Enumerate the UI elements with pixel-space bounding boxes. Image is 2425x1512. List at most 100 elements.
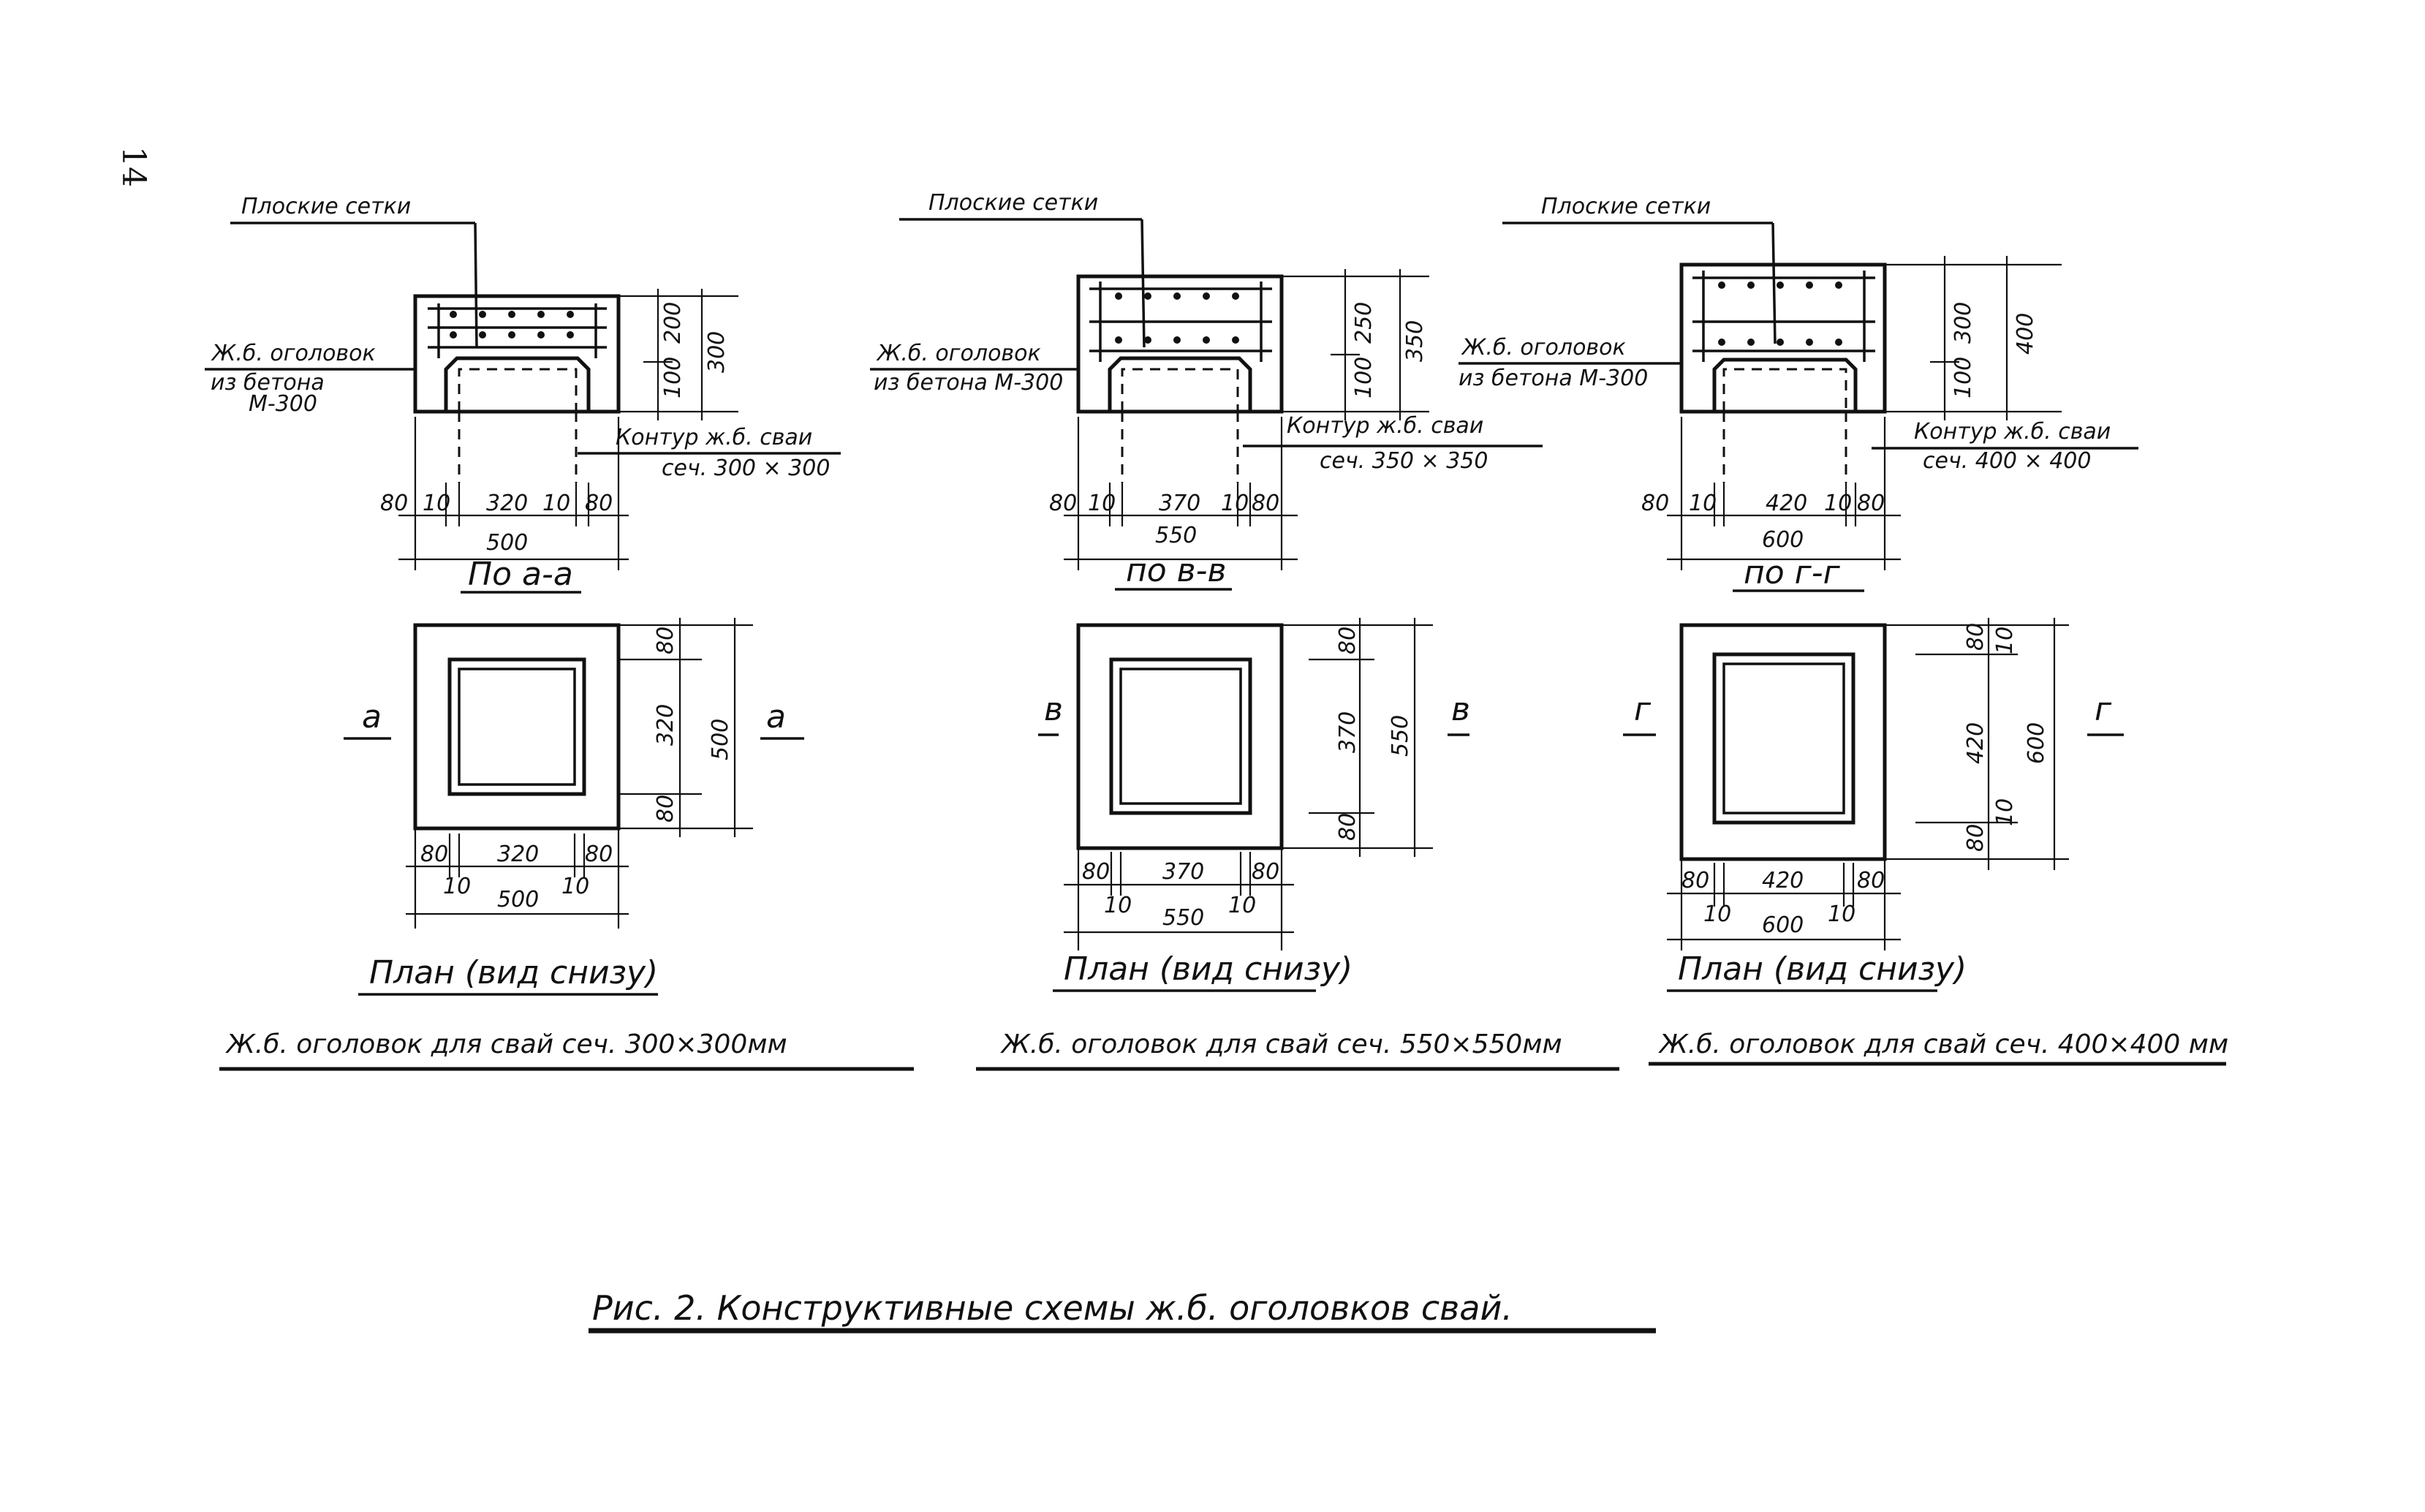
cap-label-1c: М-300 [249, 391, 317, 417]
dim-gap-left-1: 10 [423, 491, 450, 516]
plan-dim-inner-v-1: 320 [653, 704, 678, 746]
plan-dim-side-right-3: 80 [1857, 868, 1885, 893]
contour-label-1a: Контур ж.б. сваи [616, 425, 812, 450]
dim-gap-right-2: 10 [1221, 491, 1249, 516]
dim-gap-right-1: 10 [542, 491, 570, 516]
plan-dim-side-top-1: 80 [653, 627, 678, 654]
dim-h-tot-1: 300 [704, 331, 730, 373]
detail-3: Плоские сетки Ж.б. оголовок из бетона М-… [1459, 194, 2228, 1066]
plan-dim-total-h-3: 600 [1762, 912, 1804, 938]
dim-h-tot-3: 400 [2013, 313, 2038, 355]
cap-label-2b: из бетона М-300 [874, 370, 1063, 396]
dim-gap-left-3: 10 [1689, 491, 1717, 516]
plan-dim-total-v-1: 500 [708, 719, 733, 760]
plan-dim-gap-left-1: 10 [443, 874, 471, 899]
plan-title-1: План (вид снизу) [369, 954, 658, 991]
contour-label-2b: сеч. 350 × 350 [1320, 448, 1488, 474]
dim-h-top-3: 300 [1951, 302, 1976, 344]
plan-dim-inner-h-2: 370 [1162, 859, 1204, 885]
plan-dim-inner-h-1: 320 [497, 842, 539, 867]
plan-dim-inner-v-3: 420 [1963, 722, 1989, 764]
section-view-3: Плоские сетки Ж.б. оголовок из бетона М-… [1459, 194, 2138, 592]
caption-2: Ж.б. оголовок для свай сеч. 550×550мм [1000, 1029, 1562, 1059]
contour-label-3a: Контур ж.б. сваи [1914, 419, 2111, 445]
detail-2: Плоские сетки Ж.б. оголовок из бетона М-… [870, 190, 1619, 1071]
dim-h-bot-2: 100 [1351, 357, 1377, 398]
plan-dim-gap-bot-3: 10 [1992, 798, 2018, 826]
cut-mark-left-1: а [362, 698, 382, 736]
plan-dim-gap-top-3: 10 [1992, 627, 2018, 654]
plan-dim-total-v-2: 550 [1388, 715, 1413, 757]
contour-label-3b: сеч. 400 × 400 [1923, 448, 2091, 474]
dim-total-2: 550 [1155, 523, 1197, 548]
plan-dim-inner-v-2: 370 [1335, 711, 1361, 753]
dim-h-top-1: 200 [660, 302, 686, 344]
cut-mark-right-2: в [1451, 691, 1470, 728]
section-title-1: По а-а [468, 556, 573, 593]
cut-mark-left-2: в [1044, 691, 1063, 728]
plan-dim-side-top-2: 80 [1335, 627, 1361, 654]
section-view-1: Плоские сетки Ж.б. оголовок из бетона М-… [205, 194, 841, 594]
dim-inner-3: 420 [1766, 491, 1807, 516]
section-title-2: по в-в [1126, 552, 1226, 589]
plan-dim-side-bot-1: 80 [653, 795, 678, 823]
dim-h-bot-3: 100 [1951, 357, 1976, 398]
caption-1: Ж.б. оголовок для свай сеч. 300×300мм [225, 1029, 787, 1059]
plan-title-3: План (вид снизу) [1678, 950, 1967, 988]
plan-dim-side-right-1: 80 [585, 842, 613, 867]
cap-label-2a: Ж.б. оголовок [876, 341, 1041, 366]
dim-b-left-2: 80 [1049, 491, 1077, 516]
plan-dim-inner-h-3: 420 [1762, 868, 1804, 893]
contour-label-1b: сеч. 300 × 300 [662, 456, 830, 481]
cut-mark-right-1: а [766, 698, 786, 736]
plan-dim-side-bot-2: 80 [1335, 813, 1361, 841]
plan-dim-gap-left-3: 10 [1703, 901, 1731, 927]
cut-mark-left-3: г [1634, 691, 1652, 728]
plan-dim-gap-right-3: 10 [1828, 901, 1855, 927]
cap-label-3b: из бетона М-300 [1459, 366, 1648, 391]
plan-view-2: в в 80 370 80 550 80 370 80 10 [1038, 618, 1470, 992]
dim-inner-1: 320 [486, 491, 528, 516]
plan-dim-gap-left-2: 10 [1104, 893, 1132, 918]
dim-b-left-3: 80 [1641, 491, 1669, 516]
dim-h-top-2: 250 [1351, 302, 1377, 344]
plan-view-3: г г 80 10 420 80 10 600 80 420 [1623, 618, 2124, 992]
plan-dim-total-h-1: 500 [497, 887, 539, 912]
figure-caption: Рис. 2. Конструктивные схемы ж.б. оголов… [592, 1288, 1513, 1328]
caption-3: Ж.б. оголовок для свай сеч. 400×400 мм [1658, 1029, 2228, 1059]
cut-mark-right-3: г [2095, 691, 2112, 728]
plan-dim-side-top-3: 80 [1963, 623, 1989, 651]
dim-h-tot-2: 350 [1402, 320, 1428, 362]
plan-dim-gap-right-2: 10 [1228, 893, 1256, 918]
plan-dim-total-h-2: 550 [1162, 905, 1204, 931]
dim-b-right-3: 80 [1857, 491, 1885, 516]
detail-1: Плоские сетки Ж.б. оголовок из бетона М-… [205, 194, 914, 1071]
contour-label-2a: Контур ж.б. сваи [1287, 413, 1483, 439]
plan-dim-side-bot-3: 80 [1963, 824, 1989, 852]
plan-dim-side-left-1: 80 [420, 842, 448, 867]
cap-label-1b: из бетона [211, 370, 325, 396]
dim-inner-2: 370 [1159, 491, 1200, 516]
plan-dim-total-v-3: 600 [2024, 722, 2049, 764]
plan-view-1: а а 80 320 80 500 80 320 8 [344, 618, 804, 996]
section-view-2: Плоские сетки Ж.б. оголовок из бетона М-… [870, 190, 1543, 591]
plan-dim-side-left-2: 80 [1082, 859, 1110, 885]
mesh-label-3: Плоские сетки [1541, 194, 1711, 219]
plan-dim-gap-right-1: 10 [561, 874, 589, 899]
plan-title-2: План (вид снизу) [1064, 950, 1353, 988]
section-title-3: по г-г [1744, 554, 1841, 591]
cap-label-1a: Ж.б. оголовок [211, 341, 376, 366]
page-number: 14 [115, 146, 152, 187]
mesh-label-1: Плоские сетки [241, 194, 411, 219]
dim-gap-right-3: 10 [1824, 491, 1852, 516]
dim-gap-left-2: 10 [1088, 491, 1116, 516]
dim-total-1: 500 [486, 530, 528, 556]
dim-b-right-1: 80 [585, 491, 613, 516]
dim-total-3: 600 [1762, 527, 1804, 553]
dim-b-right-2: 80 [1252, 491, 1279, 516]
dim-b-left-1: 80 [380, 491, 408, 516]
dim-h-bot-1: 100 [660, 357, 686, 398]
plan-dim-side-right-2: 80 [1252, 859, 1279, 885]
plan-dim-side-left-3: 80 [1681, 868, 1709, 893]
